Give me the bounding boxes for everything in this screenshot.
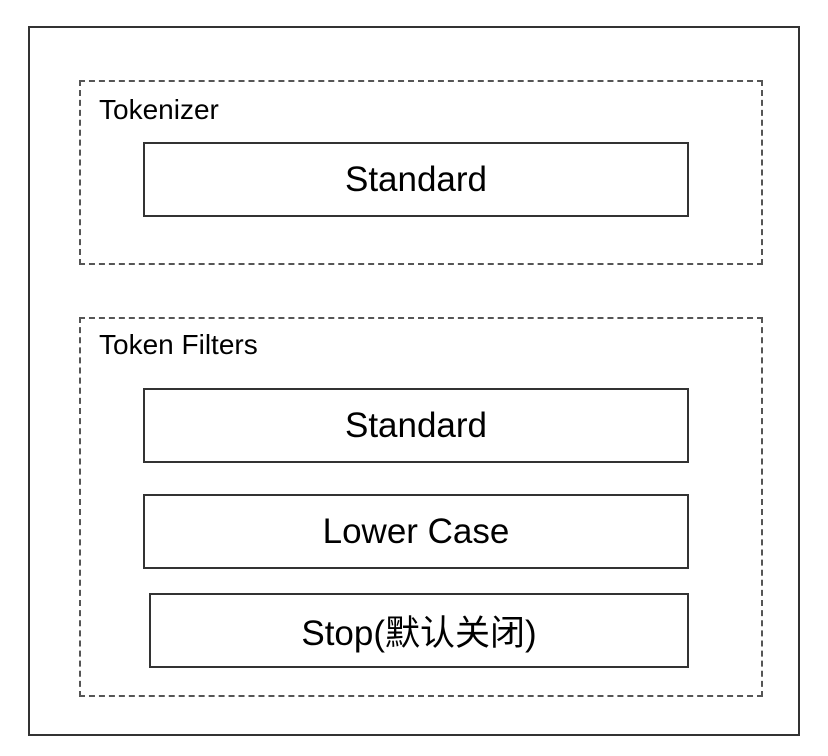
filter-stop-box: Stop(默认关闭)	[149, 593, 689, 668]
filter-standard-box: Standard	[143, 388, 689, 463]
token-filters-group-title: Token Filters	[99, 329, 258, 360]
analyzer-container	[28, 26, 800, 736]
tokenizer-group-title: Tokenizer	[99, 94, 219, 125]
token-filters-group: Token Filters Standard Lower Case Stop(默…	[79, 317, 763, 697]
filter-lowercase-box: Lower Case	[143, 494, 689, 569]
tokenizer-group: Tokenizer Standard	[79, 80, 763, 265]
tokenizer-standard-box: Standard	[143, 142, 689, 217]
